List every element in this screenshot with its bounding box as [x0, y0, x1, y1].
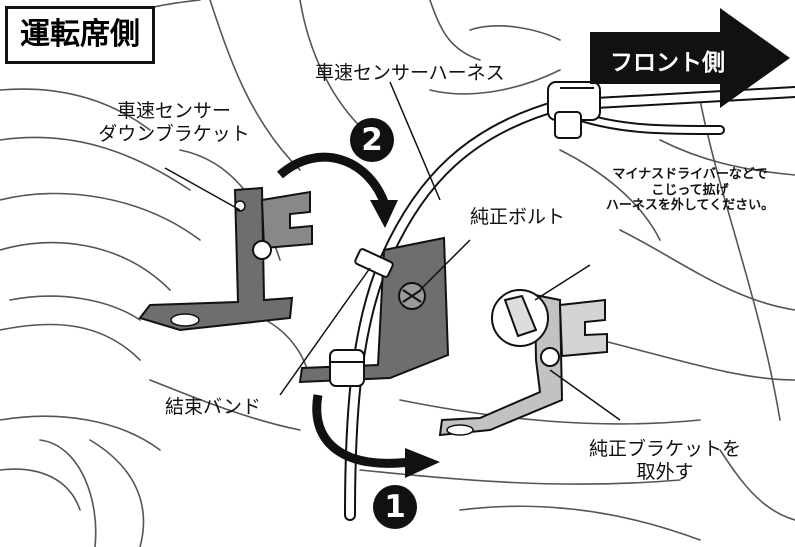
note-line3: ハーネスを外してください。: [605, 198, 775, 214]
oem-bolt-label: 純正ボルト: [470, 206, 566, 228]
step-arrows: [277, 152, 440, 478]
remove-oem-bracket-label: 純正ブラケットを 取外す: [575, 438, 755, 484]
harness-removal-note: マイナスドライバーなどで こじって拡げ ハーネスを外してください。: [590, 167, 790, 214]
speed-sensor-harness-label: 車速センサーハーネス: [315, 62, 505, 84]
down-bracket-label-line2: ダウンブラケット: [98, 122, 250, 145]
cable-tie-label: 結束バンド: [165, 396, 261, 418]
step-2-badge: 2: [350, 118, 394, 162]
remove-label-line2: 取外す: [636, 460, 694, 483]
down-bracket-shape: [138, 186, 313, 332]
harness-connector: [547, 81, 601, 139]
driver-side-label: 運転席側: [5, 6, 155, 64]
note-line2: こじって拡げ: [651, 182, 729, 198]
note-line1: マイナスドライバーなどで: [612, 167, 768, 182]
step-1-badge: 1: [373, 485, 417, 529]
leader-lines: [164, 81, 621, 421]
front-arrow-icon: [590, 8, 790, 108]
remove-label-line1: 純正ブラケットを: [588, 438, 741, 460]
cable-grommet: [329, 349, 365, 387]
front-side-label: フロント側: [610, 50, 725, 76]
down-bracket-label-line1: 車速センサー: [116, 100, 231, 122]
removed-bracket-shape: [438, 293, 608, 437]
down-bracket-label: 車速センサー ダウンブラケット: [86, 100, 262, 146]
zoom-detail: [491, 289, 549, 347]
cable-tie-shape: [354, 248, 394, 278]
